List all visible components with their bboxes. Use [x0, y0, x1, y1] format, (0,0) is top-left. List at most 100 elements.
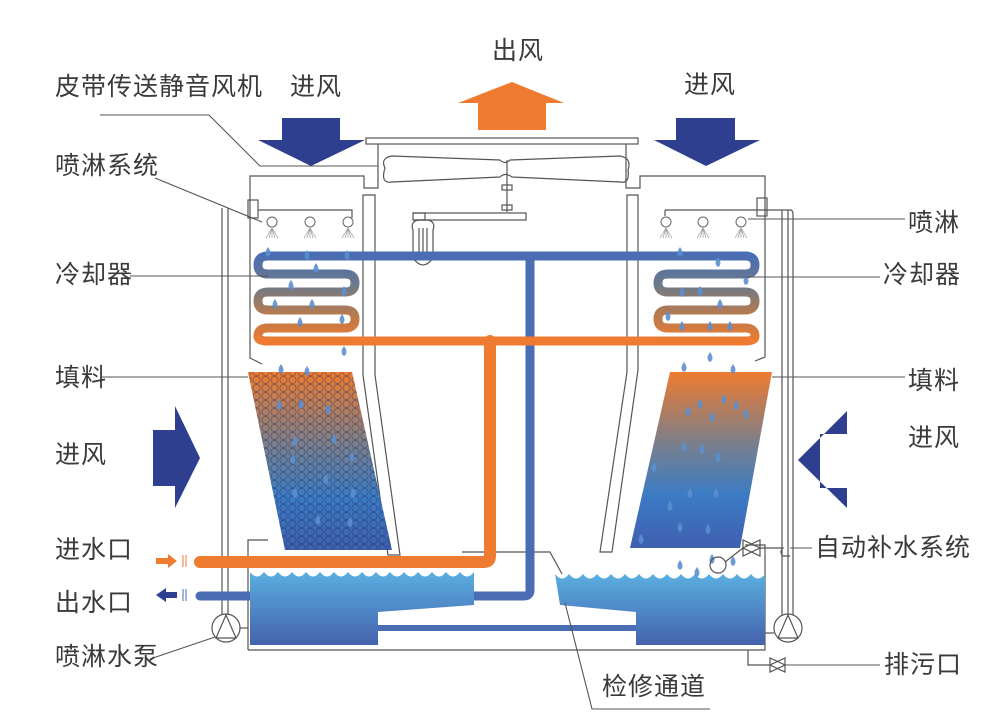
water-drop: [331, 434, 337, 444]
water-inlet-arrow: [156, 554, 187, 568]
water-drop: [344, 250, 350, 260]
water-drop: [288, 280, 294, 290]
spray-nozzle: [660, 216, 672, 228]
water-drop: [341, 346, 347, 356]
motor: [411, 219, 435, 266]
spray-pump-left: [211, 613, 248, 643]
water-drop: [697, 399, 703, 409]
water-drop: [304, 250, 310, 260]
label-water-outlet: 出水口: [55, 588, 134, 617]
water-drop: [665, 311, 671, 321]
spray-nozzle: [304, 216, 316, 228]
water-drop: [265, 247, 271, 257]
water-drop: [679, 287, 685, 297]
water-drop: [697, 286, 703, 296]
water-drop: [730, 556, 736, 566]
water-drop: [304, 366, 310, 376]
water-drop: [681, 442, 687, 452]
water-outlet-arrow: [156, 588, 187, 602]
label-water-inlet: 进水口: [55, 535, 134, 564]
water-drop: [715, 257, 721, 267]
spray-system-left: [247, 199, 355, 239]
water-drop: [721, 394, 727, 404]
fill-pack-left: [248, 372, 392, 550]
water-drop: [339, 314, 345, 324]
cooler-coil-left: [253, 251, 360, 346]
water-drop: [298, 399, 304, 409]
water-drop: [677, 247, 683, 257]
fill-pack-right: [630, 372, 772, 548]
water-drop: [699, 444, 705, 454]
label-air-out: 出风: [492, 36, 545, 65]
water-drop: [715, 452, 721, 462]
water-drop: [727, 321, 733, 331]
water-drop: [325, 404, 331, 414]
label-fill-left: 填料: [55, 363, 108, 392]
water-drop: [272, 299, 278, 309]
water-drop: [685, 406, 691, 416]
label-air-in-left: 进风: [55, 440, 108, 469]
label-air-in-right: 进风: [908, 423, 961, 452]
connecting-pipe: [378, 625, 636, 631]
spray-nozzle: [342, 216, 354, 228]
label-air-in-top-left: 进风: [290, 72, 343, 101]
water-drop: [717, 299, 723, 309]
water-drop: [677, 522, 683, 532]
water-basin-left: [250, 572, 474, 645]
water-drop: [677, 560, 683, 570]
drain-valve: [747, 650, 787, 673]
spray-nozzle: [697, 216, 709, 228]
water-drop: [315, 515, 321, 525]
water-drop: [705, 524, 711, 534]
water-drop: [743, 409, 749, 419]
label-cooler-left: 冷却器: [55, 260, 134, 289]
label-spray-system: 喷淋系统: [55, 151, 160, 180]
water-drop: [276, 400, 282, 410]
water-drop: [651, 462, 657, 472]
label-fan: 皮带传送静音风机: [55, 72, 264, 101]
water-drop: [681, 362, 687, 372]
leader-lines: [100, 114, 905, 710]
water-drop: [309, 299, 315, 309]
water-drop: [709, 412, 715, 422]
water-drop: [667, 501, 673, 511]
label-fill-right: 填料: [908, 366, 961, 395]
water-drop: [350, 488, 356, 498]
water-basin-right: [555, 574, 765, 645]
water-drop: [713, 488, 719, 498]
water-drop: [297, 317, 303, 327]
air-in-arrow-top-right: [654, 118, 760, 166]
air-in-arrow-right: [798, 411, 847, 508]
water-drop: [687, 488, 693, 498]
fan: [382, 155, 630, 221]
water-drop: [347, 517, 353, 527]
label-air-in-top-right: 进风: [684, 70, 737, 99]
air-out-arrow: [458, 82, 564, 130]
makeup-valve: [709, 539, 790, 574]
water-drop: [707, 321, 713, 331]
air-in-arrow-top-left: [258, 118, 365, 166]
spray-pump-right: [765, 613, 803, 643]
water-drop: [290, 454, 296, 464]
label-spray-right: 喷淋: [908, 208, 961, 237]
air-in-arrow-left: [153, 406, 200, 508]
label-drain: 排污口: [884, 650, 963, 679]
water-drop: [313, 263, 319, 273]
water-drops: [265, 247, 749, 577]
water-drop: [730, 364, 736, 374]
spray-nozzle: [266, 216, 278, 228]
water-drop: [349, 452, 355, 462]
water-drop: [638, 534, 644, 544]
water-drop: [278, 364, 284, 374]
label-auto-makeup: 自动补水系统: [815, 533, 972, 562]
water-drop: [341, 286, 347, 296]
water-drop: [679, 321, 685, 331]
water-drop: [292, 488, 298, 498]
water-drop: [733, 400, 739, 410]
cooler-coil-right: [652, 251, 760, 346]
spray-system-right: [659, 197, 794, 615]
label-access-channel: 检修通道: [602, 672, 707, 701]
water-drop: [323, 474, 329, 484]
water-drop: [694, 567, 700, 577]
